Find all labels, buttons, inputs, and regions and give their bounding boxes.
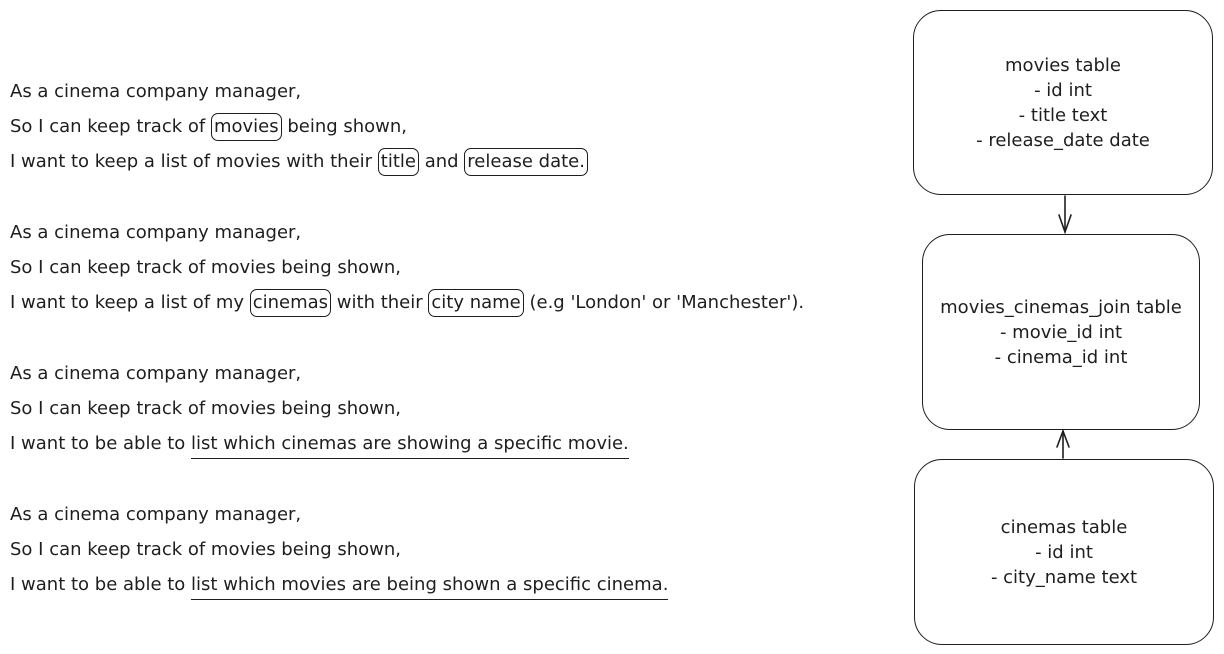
user-story-movies: As a cinema company manager, So I can ke… [10, 74, 900, 179]
table-title: movies table [1005, 54, 1121, 76]
highlight-title: title [377, 148, 419, 176]
story-goal-line: So I can keep track of movies being show… [10, 398, 402, 419]
underlined-requirement: list which cinemas are showing a specifi… [191, 431, 629, 459]
story-want-line: I want to keep a list of movies with the… [10, 144, 900, 179]
story-want-line: I want to be able to list which movies a… [10, 567, 900, 602]
story-role-line: As a cinema company manager, [10, 504, 302, 525]
arrow-head-up [1056, 428, 1070, 448]
story-want-line: I want to keep a list of my cinemas with… [10, 285, 900, 320]
join-table-box: movies_cinemas_join table - movie_id int… [922, 234, 1200, 430]
goal-suffix: being shown, [281, 116, 408, 137]
want-prefix: I want to keep a list of my [10, 292, 250, 313]
story-role-line: As a cinema company manager, [10, 81, 302, 102]
story-goal-line: So I can keep track of movies being show… [10, 257, 402, 278]
want-prefix: I want to keep a list of movies with the… [10, 151, 378, 172]
underlined-requirement: list which movies are being shown a spec… [191, 572, 669, 600]
story-goal-line: So I can keep track of movies being show… [10, 539, 402, 560]
want-suffix: (e.g 'London' or 'Manchester'). [523, 292, 805, 313]
table-field: - city_name text [990, 566, 1138, 588]
user-story-cinemas: As a cinema company manager, So I can ke… [10, 215, 900, 320]
goal-prefix: So I can keep track of [10, 116, 211, 137]
table-field: - release_date date [976, 129, 1150, 151]
user-story-cinemas-for-movie: As a cinema company manager, So I can ke… [10, 356, 900, 461]
story-role-line: As a cinema company manager, [10, 222, 302, 243]
user-stories: As a cinema company manager, So I can ke… [10, 74, 900, 638]
want-prefix: I want to be able to [10, 574, 192, 595]
table-field: - title text [1018, 104, 1108, 126]
story-role-line: As a cinema company manager, [10, 363, 302, 384]
movies-table-box: movies table - id int - title text - rel… [913, 10, 1213, 195]
table-field: - movie_id int [999, 321, 1123, 343]
table-field: - id int [1035, 541, 1093, 563]
highlight-cinemas: cinemas [249, 289, 332, 317]
arrow-head-down [1058, 214, 1072, 235]
table-title: cinemas table [1000, 516, 1128, 538]
table-field: - id int [1034, 79, 1092, 101]
highlight-movies: movies [210, 113, 282, 141]
highlight-release-date: release date. [464, 148, 588, 176]
want-and: and [418, 151, 465, 172]
table-title: movies_cinemas_join table [940, 296, 1182, 318]
story-goal-line: So I can keep track of movies being show… [10, 109, 900, 144]
story-want-line: I want to be able to list which cinemas … [10, 426, 900, 461]
cinemas-table-box: cinemas table - id int - city_name text [914, 459, 1214, 645]
highlight-city-name: city name [428, 289, 524, 317]
want-prefix: I want to be able to [10, 433, 192, 454]
want-with-their: with their [331, 292, 429, 313]
user-story-movies-for-cinema: As a cinema company manager, So I can ke… [10, 497, 900, 602]
table-field: - cinema_id int [994, 346, 1128, 368]
